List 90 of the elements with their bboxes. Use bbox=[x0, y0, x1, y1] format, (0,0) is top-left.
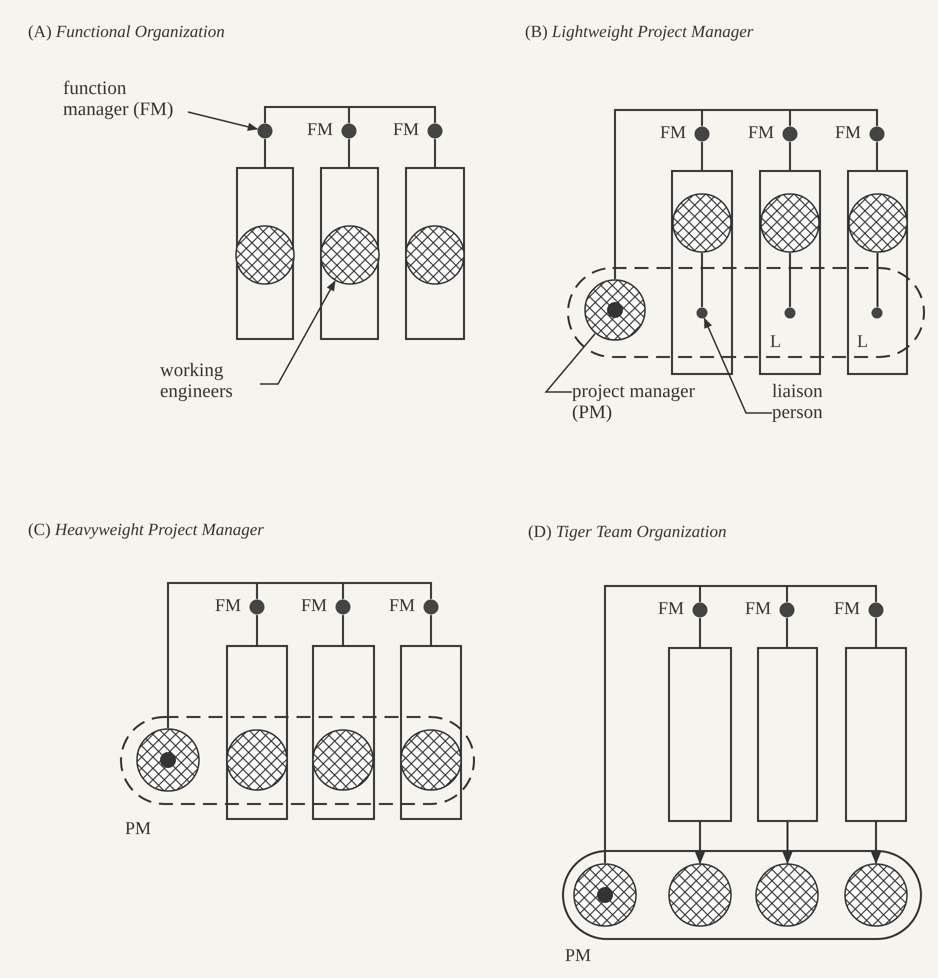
engineer-circle bbox=[848, 193, 908, 253]
manager-dot bbox=[782, 126, 798, 142]
arrow bbox=[870, 822, 882, 864]
team-band bbox=[567, 267, 925, 358]
role-label: FM bbox=[748, 122, 774, 142]
engineer-circle bbox=[400, 729, 462, 791]
connector-line bbox=[875, 618, 877, 647]
connector-line bbox=[256, 615, 258, 645]
annotation-text: project manager (PM) bbox=[572, 381, 697, 423]
panel-title: (A) Functional Organization bbox=[28, 22, 225, 42]
manager-dot bbox=[868, 602, 884, 618]
function-column bbox=[320, 167, 379, 340]
engineer-circle bbox=[320, 225, 380, 285]
role-label: FM bbox=[389, 595, 416, 615]
engineer-circle bbox=[760, 193, 820, 253]
leader-line bbox=[544, 333, 596, 393]
manager-dot bbox=[779, 602, 795, 618]
arrow bbox=[694, 822, 706, 864]
connector-line bbox=[701, 253, 703, 307]
function-column bbox=[405, 167, 465, 340]
project-manager-circle bbox=[573, 863, 637, 927]
leader-line bbox=[704, 318, 772, 414]
role-label: L bbox=[857, 331, 868, 351]
role-label: FM bbox=[660, 122, 686, 142]
arrow bbox=[782, 822, 794, 864]
role-label: FM bbox=[393, 119, 420, 139]
function-column bbox=[400, 645, 462, 820]
function-column bbox=[757, 647, 818, 822]
function-column bbox=[759, 170, 821, 375]
connector-line bbox=[348, 139, 350, 167]
function-column bbox=[845, 647, 907, 822]
annotation-text: liaison person bbox=[772, 381, 852, 423]
engineer-circle bbox=[668, 863, 732, 927]
function-column bbox=[312, 645, 375, 820]
role-label: PM bbox=[125, 818, 152, 838]
project-manager-circle bbox=[584, 279, 646, 341]
engineer-circle bbox=[405, 225, 465, 285]
panel-title: (C) Heavyweight Project Manager bbox=[28, 520, 264, 540]
annotation-text: function manager (FM) bbox=[63, 78, 188, 120]
engineer-circle bbox=[312, 729, 374, 791]
engineer-circle bbox=[844, 863, 908, 927]
connector-line bbox=[264, 139, 266, 167]
connector-line bbox=[789, 142, 791, 170]
engineer-circle bbox=[235, 225, 295, 285]
role-label: PM bbox=[565, 945, 592, 965]
manager-dot bbox=[341, 123, 357, 139]
role-label: FM bbox=[215, 595, 242, 615]
connector-line bbox=[434, 139, 436, 167]
panel-title: (B) Lightweight Project Manager bbox=[525, 22, 754, 42]
panel-title: (D) Tiger Team Organization bbox=[528, 522, 727, 542]
connector-line bbox=[876, 142, 878, 170]
connector-line bbox=[264, 106, 350, 123]
function-column bbox=[236, 167, 294, 340]
manager-dot bbox=[694, 126, 710, 142]
connector-line bbox=[789, 253, 791, 307]
manager-dot bbox=[869, 126, 885, 142]
connector-line bbox=[701, 142, 703, 170]
leader-line bbox=[188, 111, 258, 131]
connector-line bbox=[699, 618, 701, 647]
role-label: FM bbox=[835, 122, 862, 142]
manager-dot bbox=[696, 307, 708, 319]
manager-dot bbox=[784, 307, 796, 319]
connector-line bbox=[348, 106, 436, 123]
connector-line bbox=[342, 615, 344, 645]
function-column bbox=[226, 645, 288, 820]
role-label: FM bbox=[307, 119, 334, 139]
connector-line bbox=[430, 615, 432, 645]
function-column bbox=[847, 170, 908, 375]
engineer-circle bbox=[755, 863, 819, 927]
connector-line bbox=[786, 618, 788, 647]
leader-line bbox=[260, 280, 336, 385]
manager-dot bbox=[871, 307, 883, 319]
role-label: FM bbox=[834, 598, 860, 618]
manager-dot bbox=[427, 123, 443, 139]
role-label: FM bbox=[301, 595, 328, 615]
project-manager-circle bbox=[136, 728, 200, 792]
engineer-circle bbox=[226, 729, 288, 791]
function-column bbox=[668, 647, 732, 822]
manager-dot bbox=[335, 599, 351, 615]
role-label: FM bbox=[745, 598, 772, 618]
connector-line bbox=[167, 582, 432, 728]
role-label: FM bbox=[658, 598, 684, 618]
engineer-circle bbox=[672, 193, 732, 253]
annotation-text: working engineers bbox=[160, 360, 260, 402]
manager-dot bbox=[423, 599, 439, 615]
manager-dot bbox=[692, 602, 708, 618]
manager-dot bbox=[249, 599, 265, 615]
manager-dot bbox=[257, 123, 273, 139]
role-label: L bbox=[770, 331, 781, 351]
function-column bbox=[671, 170, 733, 375]
